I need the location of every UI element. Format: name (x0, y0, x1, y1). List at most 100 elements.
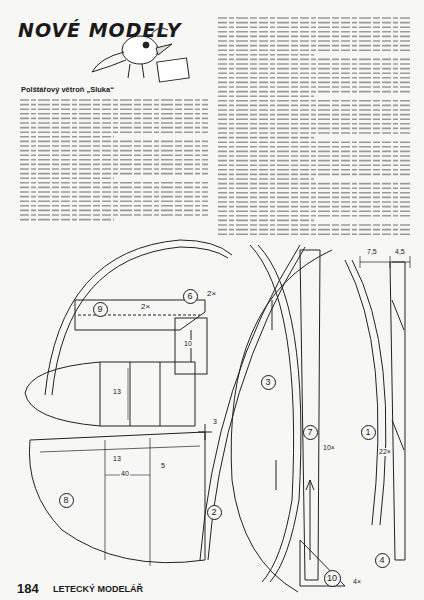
spar-curve (200, 245, 300, 560)
text-line (20, 154, 208, 156)
text-line (218, 201, 410, 203)
text-line (20, 187, 208, 189)
dimension-label: 40 (120, 470, 130, 478)
dimension-label: 4,5 (394, 248, 406, 256)
text-line (218, 26, 410, 28)
callout-number: 2 (207, 505, 222, 520)
text-line (218, 128, 410, 130)
wing-tip-arc (45, 240, 232, 395)
text-line (218, 45, 410, 47)
text-line (218, 155, 410, 157)
page-footer: 184 (16, 582, 40, 596)
text-line (218, 118, 410, 120)
text-line (20, 196, 208, 198)
callout-number: 8 (59, 493, 74, 508)
dimension-label: 10× (322, 444, 336, 452)
text-line (20, 214, 208, 216)
text-line (218, 215, 410, 217)
text-line (218, 109, 410, 111)
dimension-label: 7,5 (366, 248, 378, 256)
text-line (218, 68, 410, 70)
text-line (218, 63, 410, 65)
callout-number: 9 (93, 302, 108, 317)
text-line (218, 77, 410, 79)
text-line (218, 174, 410, 176)
dimension-label: 5 (160, 462, 166, 470)
text-line (218, 95, 314, 97)
text-line (20, 113, 208, 115)
callout-text: 10 (327, 574, 337, 583)
text-line (218, 210, 410, 212)
text-line (218, 91, 410, 93)
text-line (218, 233, 410, 235)
dimension-label: 4× (352, 578, 362, 586)
text-line (20, 191, 208, 193)
text-line (20, 118, 208, 120)
callout-text: 1 (365, 428, 370, 437)
text-line (218, 36, 410, 38)
text-line (218, 40, 410, 42)
callout-number: 3 (261, 375, 276, 390)
text-line (218, 224, 410, 226)
text-line (218, 137, 314, 139)
text-line (218, 86, 410, 88)
callout-number: 4 (375, 553, 390, 568)
text-line (218, 22, 410, 24)
article-heading: Polštářový větroň „Sluka“ (20, 86, 115, 94)
text-line (218, 229, 410, 231)
text-line (218, 206, 410, 208)
text-line (20, 219, 114, 221)
text-line (218, 105, 410, 107)
dimension-label: 2× (206, 290, 217, 299)
text-line (20, 150, 208, 152)
text-line (218, 197, 410, 199)
text-line (218, 54, 314, 56)
text-line (20, 104, 208, 106)
text-line (218, 164, 410, 166)
text-line (20, 200, 208, 202)
leading-edge-strip (390, 262, 405, 560)
text-line (20, 182, 208, 184)
text-line (218, 100, 410, 102)
callout-text: 8 (63, 496, 68, 505)
text-line (218, 220, 314, 222)
text-line (218, 169, 410, 171)
dimension-label: 22× (378, 448, 392, 456)
text-line (218, 114, 410, 116)
text-line (20, 99, 208, 101)
text-line (218, 146, 410, 148)
text-line (20, 168, 208, 170)
callout-number: 7 (303, 425, 318, 440)
text-line (218, 178, 314, 180)
callout-number: 6 (183, 289, 198, 304)
strip-part (300, 250, 320, 580)
text-line (218, 187, 410, 189)
text-line (218, 123, 410, 125)
text-line (218, 82, 410, 84)
text-line (218, 31, 410, 33)
nose-outline (25, 362, 195, 426)
callout-text: 6 (187, 292, 192, 301)
text-line (218, 141, 410, 143)
callout-number: 1 (361, 425, 376, 440)
page-title: NOVÉ MODELY (18, 20, 181, 41)
text-line (20, 205, 208, 207)
spar-part (250, 245, 294, 582)
text-line (20, 131, 208, 133)
dimension-label: 2× (140, 303, 151, 312)
text-line (218, 160, 410, 162)
callout-text: 2 (211, 508, 216, 517)
text-line (20, 141, 208, 143)
text-line (20, 108, 208, 110)
text-line (20, 173, 208, 175)
dimension-label: 13 (112, 388, 122, 396)
text-line (218, 49, 410, 51)
edge-curve (345, 260, 378, 525)
text-line (218, 183, 410, 185)
text-line (20, 127, 208, 129)
triangle-part (300, 540, 345, 586)
text-line (20, 145, 208, 147)
callout-number: 10 (324, 570, 341, 587)
text-line (218, 151, 410, 153)
text-line (20, 210, 208, 212)
